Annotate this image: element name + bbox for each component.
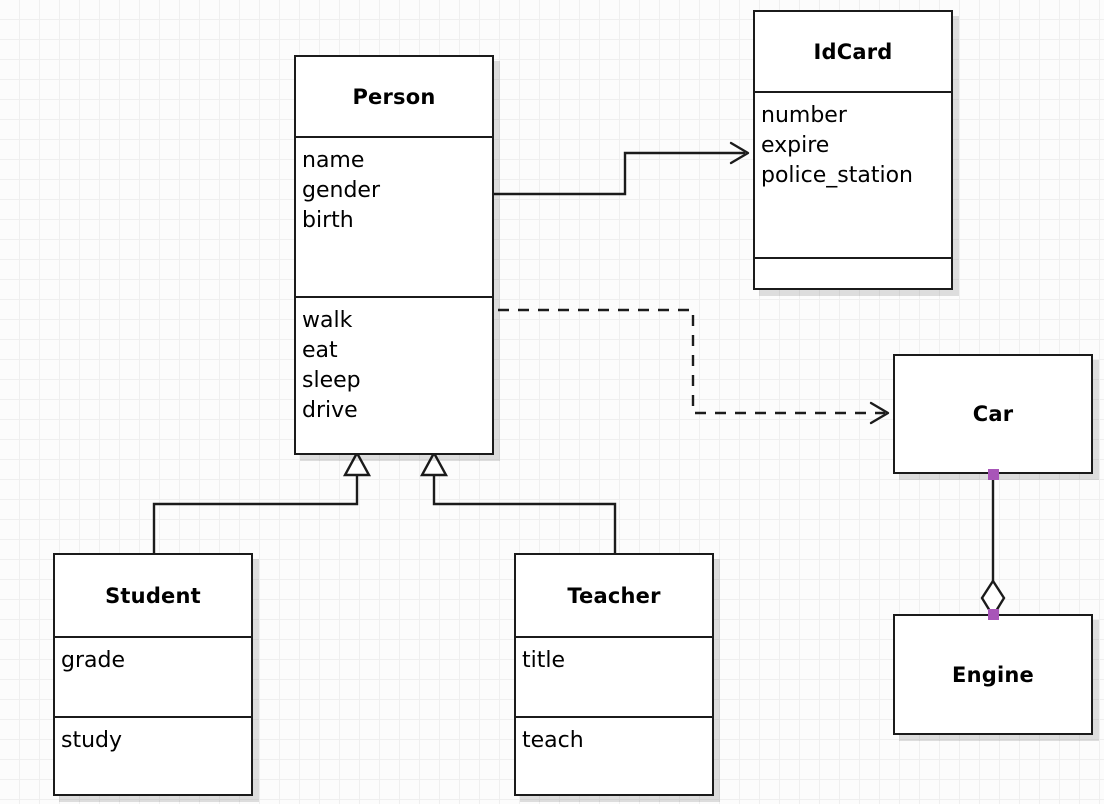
attribute-row: number (761, 103, 847, 128)
attributes-compartment-teacher: title (516, 636, 712, 716)
method-row: study (61, 728, 123, 753)
attribute-row: grade (61, 648, 125, 673)
class-box-car[interactable]: Car (893, 354, 1093, 474)
open-arrowhead-icon (729, 141, 750, 165)
method-row: drive (302, 398, 358, 423)
methods-compartment-student: study (55, 716, 251, 794)
connector-endpoint-handle-car[interactable] (988, 469, 999, 480)
class-box-engine[interactable]: Engine (893, 614, 1093, 735)
connector-student-person[interactable] (152, 450, 372, 553)
class-title-text: Teacher (567, 583, 661, 608)
connector-endpoint-handle-engine[interactable] (988, 609, 999, 620)
class-box-person[interactable]: Person name gender birth walk eat sleep … (294, 55, 494, 455)
class-name-car: Car (895, 356, 1091, 472)
class-name-idcard: IdCard (755, 12, 951, 91)
connector-teacher-person[interactable] (419, 450, 617, 553)
method-row: eat (302, 338, 338, 363)
class-name-student: Student (55, 555, 251, 636)
class-box-idcard[interactable]: IdCard number expire police_station (753, 10, 953, 290)
hollow-triangle-arrowhead-icon (419, 450, 449, 477)
methods-compartment-person: walk eat sleep drive (296, 296, 492, 453)
attribute-row: expire (761, 133, 830, 158)
hollow-triangle-arrowhead-icon (342, 450, 372, 477)
class-title-text: IdCard (813, 39, 893, 64)
class-box-student[interactable]: Student grade study (53, 553, 253, 796)
method-row: teach (522, 728, 584, 753)
attribute-row: police_station (761, 163, 913, 188)
class-name-teacher: Teacher (516, 555, 712, 636)
connector-person-car[interactable] (498, 308, 890, 425)
methods-compartment-idcard (755, 257, 951, 288)
connector-person-idcard[interactable] (494, 141, 750, 196)
class-name-engine: Engine (895, 616, 1091, 733)
attributes-compartment-idcard: number expire police_station (755, 91, 951, 257)
class-title-text: Person (352, 84, 436, 109)
attributes-compartment-student: grade (55, 636, 251, 716)
class-title-text: Engine (952, 662, 1034, 687)
class-name-person: Person (296, 57, 492, 136)
method-row: walk (302, 308, 353, 333)
method-row: sleep (302, 368, 361, 393)
attribute-row: title (522, 648, 566, 673)
class-title-text: Student (105, 583, 201, 608)
class-title-text: Car (972, 402, 1014, 426)
open-arrowhead-icon (869, 401, 890, 425)
attributes-compartment-person: name gender birth (296, 136, 492, 296)
attribute-row: name (302, 148, 365, 173)
connector-car-engine[interactable] (980, 474, 1006, 619)
class-box-teacher[interactable]: Teacher title teach (514, 553, 714, 796)
attribute-row: birth (302, 208, 354, 233)
attribute-row: gender (302, 178, 380, 203)
methods-compartment-teacher: teach (516, 716, 712, 794)
